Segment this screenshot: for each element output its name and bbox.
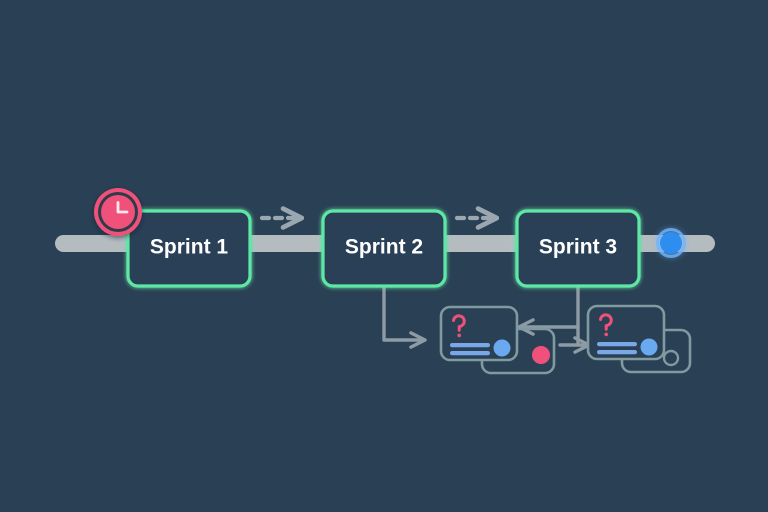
sprint-2-label: Sprint 2 bbox=[345, 236, 423, 259]
sprint-3-label: Sprint 3 bbox=[539, 236, 617, 259]
pink-dot-badge bbox=[532, 346, 550, 364]
card-cluster-right[interactable] bbox=[586, 304, 692, 374]
sprint-1-label: Sprint 1 bbox=[150, 236, 228, 259]
card-line-1 bbox=[450, 343, 490, 348]
sprint-1-box[interactable] bbox=[126, 209, 252, 288]
blue-dot-ring bbox=[656, 228, 686, 258]
blue-dot-marker[interactable] bbox=[660, 232, 682, 254]
question-mark-icon bbox=[452, 314, 466, 338]
elbow-connector-down-right bbox=[382, 284, 427, 349]
connector-sprint-2-to-left-cluster bbox=[382, 284, 427, 349]
card-line-1 bbox=[597, 342, 637, 347]
blue-dot-badge bbox=[493, 339, 511, 357]
timeline-end-marker[interactable] bbox=[656, 228, 686, 258]
timeline-segment-1 bbox=[238, 235, 348, 252]
timeline-segment-start bbox=[55, 235, 147, 252]
card-line-2 bbox=[597, 350, 637, 355]
clock-icon bbox=[116, 201, 129, 214]
sprint-node-3[interactable] bbox=[515, 209, 641, 288]
card-line-2 bbox=[450, 351, 490, 356]
sprint-3-box[interactable] bbox=[515, 209, 641, 288]
small-circle-outline-badge bbox=[662, 349, 680, 367]
sprint-2-box[interactable] bbox=[321, 209, 447, 288]
timeline-start-marker[interactable] bbox=[94, 188, 142, 236]
sprint-node-2[interactable] bbox=[321, 209, 447, 288]
connector-sprint-3-split bbox=[517, 284, 591, 354]
card-cluster-left[interactable] bbox=[439, 305, 556, 375]
timeline-segment-2 bbox=[432, 235, 542, 252]
sprint-node-1[interactable] bbox=[126, 209, 252, 288]
question-mark-icon bbox=[599, 313, 613, 337]
blue-dot-badge bbox=[640, 338, 658, 356]
